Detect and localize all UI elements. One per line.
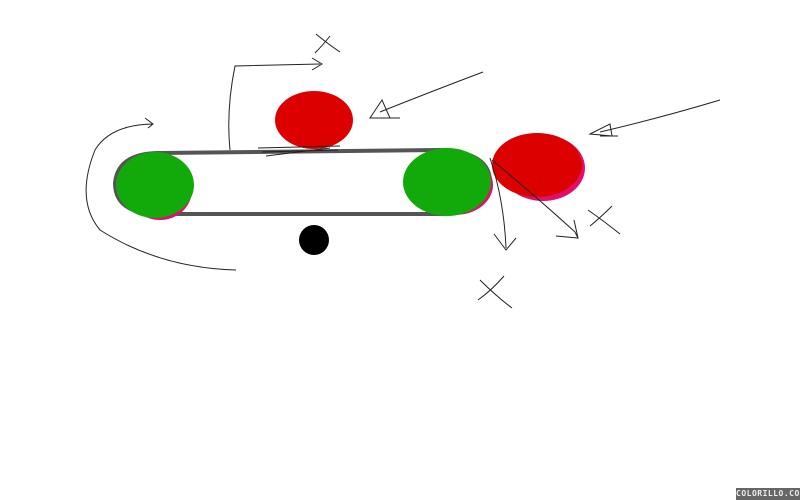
red-blob-top [275,91,353,149]
arrow-down [489,157,517,251]
watermark: COLORILLO.COM [736,488,800,500]
arrow-diagonal-right [588,99,721,137]
x-mark-top [314,33,341,54]
green-blob-left [116,152,194,218]
arrow-down-right [491,159,579,239]
green-blob-right [403,148,491,216]
bracket-arrow-top [228,57,323,151]
curved-arrow-left [85,117,237,271]
red-blob-right [492,133,582,197]
x-mark-right [587,205,621,235]
arrow-diagonal-top [369,71,484,119]
x-mark-bottom [477,275,513,309]
black-dot [299,225,329,255]
scribble-lines [257,145,341,157]
